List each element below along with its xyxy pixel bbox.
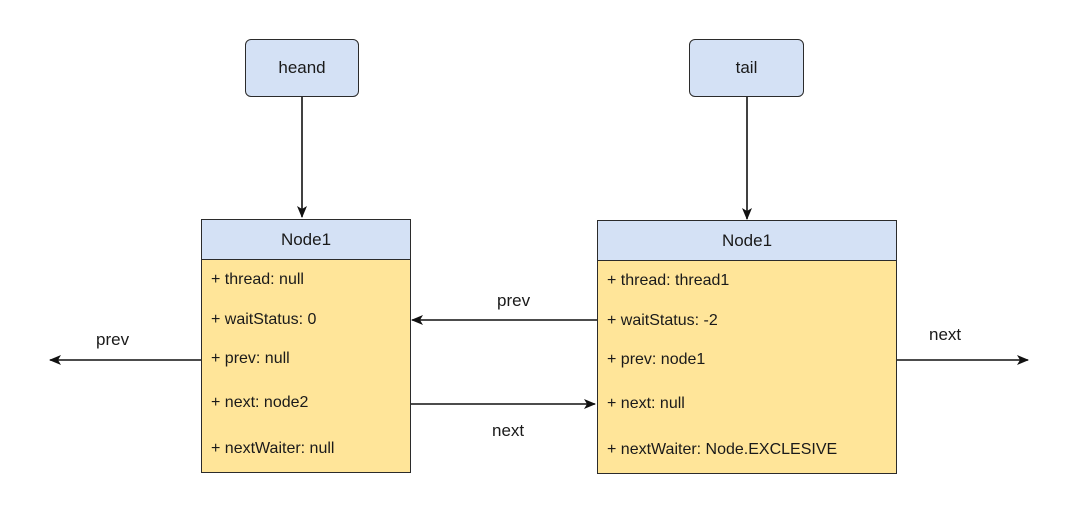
- head-pointer-label: heand: [278, 58, 326, 77]
- tail-pointer-box: tail: [689, 39, 804, 97]
- edge-label-middle-prev: prev: [497, 291, 531, 310]
- edge-label-right-next: next: [929, 325, 962, 344]
- node-field-waitstatus: + waitStatus: 0: [211, 311, 317, 328]
- node-header: Node1: [598, 221, 896, 261]
- node-field-nextwaiter: + nextWaiter: Node.EXCLESIVE: [607, 441, 838, 458]
- node-field-prev: + prev: null: [211, 350, 290, 367]
- node-box-right: Node1 + thread: thread1 + waitStatus: -2…: [597, 220, 897, 474]
- node-field-waitstatus: + waitStatus: -2: [607, 312, 718, 329]
- edge-label-left-prev: prev: [96, 330, 130, 349]
- head-pointer-box: heand: [245, 39, 359, 97]
- node-field-nextwaiter: + nextWaiter: null: [211, 440, 335, 457]
- node-field-next: + next: null: [607, 395, 685, 412]
- node-field-prev: + prev: node1: [607, 351, 706, 368]
- tail-pointer-label: tail: [735, 58, 758, 77]
- node-title: Node1: [721, 230, 773, 250]
- node-field-next: + next: node2: [211, 394, 309, 411]
- edge-label-middle-next: next: [492, 421, 525, 440]
- node-header: Node1: [202, 220, 410, 260]
- node-box-left: Node1 + thread: null + waitStatus: 0 + p…: [201, 219, 411, 473]
- node-field-thread: + thread: thread1: [607, 272, 730, 289]
- node-field-thread: + thread: null: [211, 271, 304, 288]
- node-title: Node1: [280, 229, 332, 249]
